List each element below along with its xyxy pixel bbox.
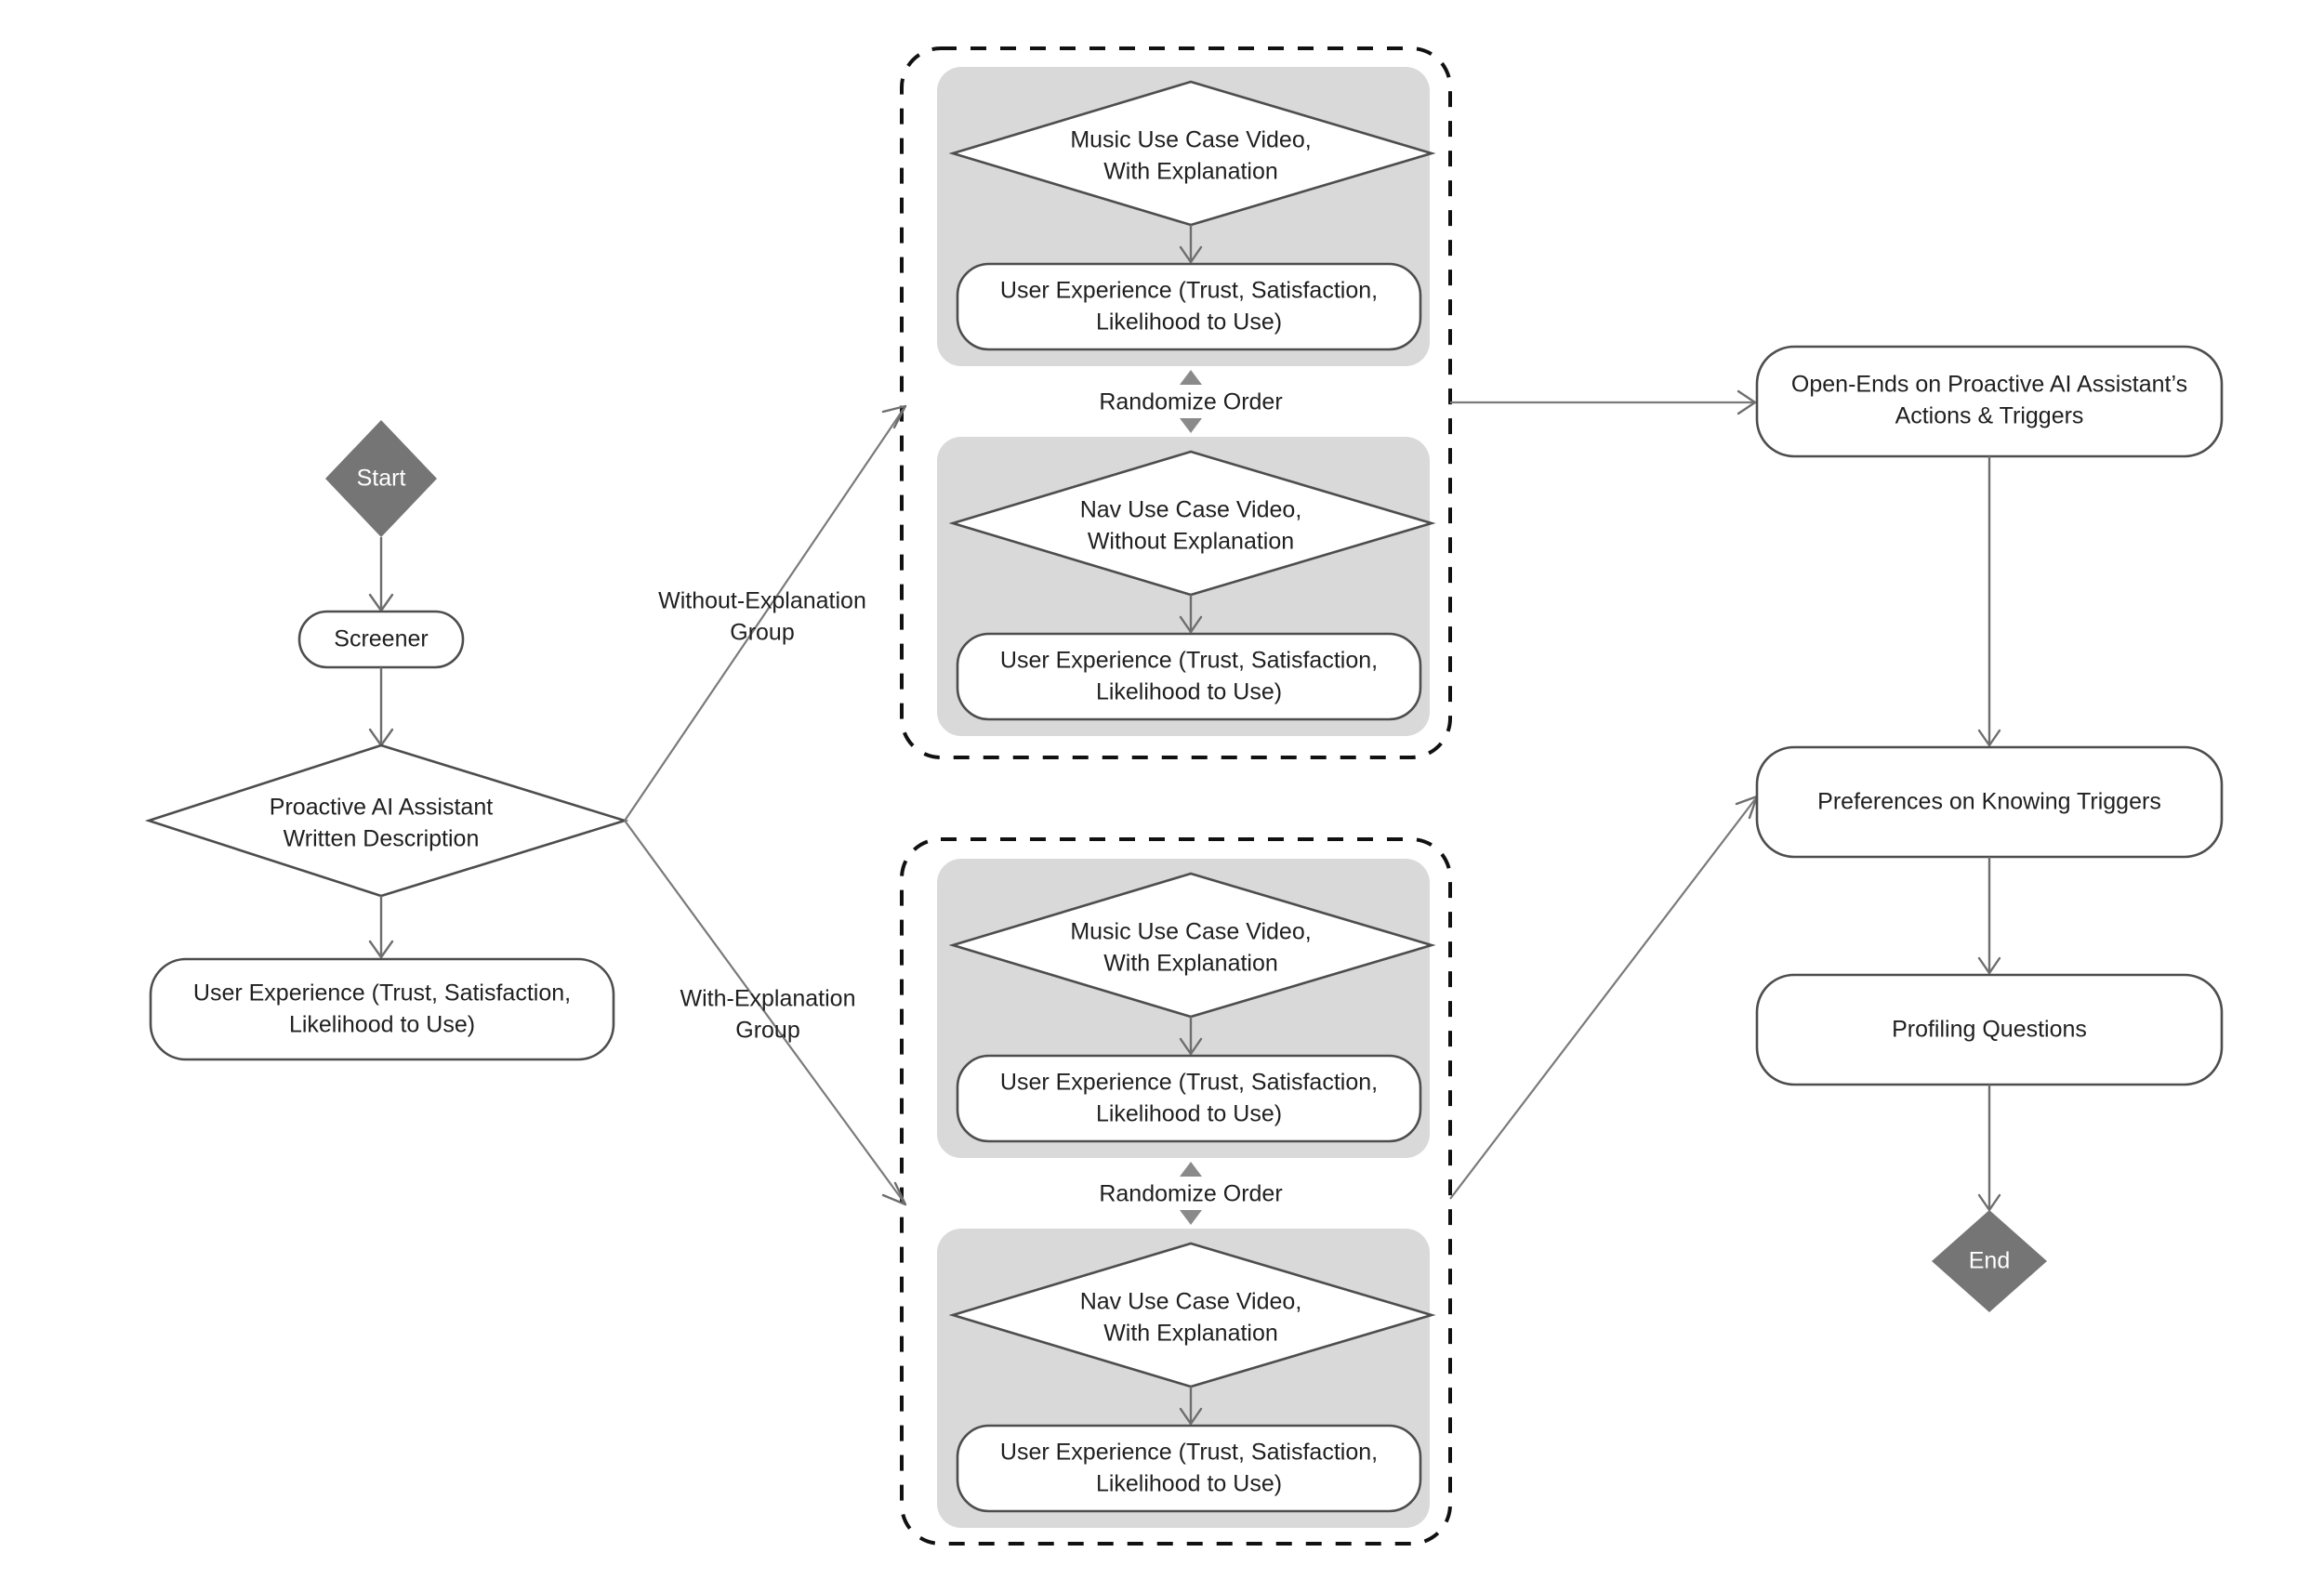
branch-label-with-explanation-line1: With-Explanation (680, 986, 856, 1012)
arrowhead-group-to-open-ends (1736, 389, 1757, 415)
edge-branch-with-explanation (624, 820, 905, 1203)
edge-with-explanation-group-to-preferences (1449, 798, 1756, 1200)
written-description-line1: Proactive AI Assistant (270, 795, 493, 821)
branch-label-without-explanation-line2: Group (730, 620, 794, 646)
randomize-order-label-with-explanation-group: Randomize Order (1099, 1181, 1282, 1207)
ux-label-nav-without-explanation-group-line1: User Experience (Trust, Satisfaction, (1000, 648, 1378, 674)
randomize-up-arrow-with-explanation-group (1180, 1162, 1202, 1177)
randomize-up-arrow-without-explanation-group (1180, 370, 1202, 385)
arrowhead-branch-without-explanation (881, 404, 907, 429)
branch-label-without-explanation-line1: Without-Explanation (658, 588, 866, 614)
ux-label-nav-with-explanation-group-line1: User Experience (Trust, Satisfaction, (1000, 1440, 1378, 1466)
video-label-nav-with-explanation-group-line2: With Explanation (1103, 1321, 1278, 1347)
arrowhead-description-to-ux (368, 940, 394, 959)
screener-label: Screener (334, 626, 428, 652)
video-label-music-without-explanation-group-line1: Music Use Case Video, (1070, 127, 1311, 153)
arrowhead-branch-with-explanation (881, 1181, 907, 1206)
arrowhead-video-to-ux-music-without-explanation-group (1179, 245, 1203, 264)
ux-baseline-line1: User Experience (Trust, Satisfaction, (193, 980, 571, 1007)
start-label: Start (357, 466, 406, 492)
open-ends-line1: Open-Ends on Proactive AI Assistant’s (1791, 372, 2187, 398)
open-ends-node (1755, 345, 2224, 458)
ux-label-music-without-explanation-group-line1: User Experience (Trust, Satisfaction, (1000, 278, 1378, 304)
ux-label-music-without-explanation-group-line2: Likelihood to Use) (1096, 309, 1282, 336)
arrowhead-video-to-ux-music-with-explanation-group (1179, 1037, 1203, 1056)
ux-label-music-with-explanation-group-line1: User Experience (Trust, Satisfaction, (1000, 1070, 1378, 1096)
arrowhead-open-ends-to-preferences (1977, 729, 2001, 747)
randomize-down-arrow-without-explanation-group (1180, 418, 1202, 433)
written-description-node (144, 743, 629, 898)
randomize-order-label-without-explanation-group: Randomize Order (1099, 389, 1282, 415)
profiling-label: Profiling Questions (1892, 1017, 2087, 1043)
arrowhead-video-to-ux-nav-without-explanation-group (1179, 615, 1203, 634)
ux-node-nav-with-explanation-group (956, 1424, 1422, 1513)
open-ends-line2: Actions & Triggers (1895, 403, 2084, 429)
arrowhead-video-to-ux-nav-with-explanation-group (1179, 1407, 1203, 1426)
video-label-nav-with-explanation-group-line1: Nav Use Case Video, (1080, 1289, 1302, 1315)
ux-label-nav-with-explanation-group-line2: Likelihood to Use) (1096, 1471, 1282, 1497)
video-label-nav-without-explanation-group-line1: Nav Use Case Video, (1080, 497, 1302, 523)
randomize-down-arrow-with-explanation-group (1180, 1210, 1202, 1225)
ux-node-music-with-explanation-group (956, 1054, 1422, 1143)
arrowhead-preferences-to-profiling (1977, 956, 2001, 975)
written-description-line2: Written Description (284, 826, 480, 852)
video-label-music-with-explanation-group-line1: Music Use Case Video, (1070, 919, 1311, 945)
ux-node-nav-without-explanation-group (956, 632, 1422, 721)
ux-label-music-with-explanation-group-line2: Likelihood to Use) (1096, 1101, 1282, 1127)
end-label: End (1969, 1248, 2010, 1274)
with-explanation-group-boundary (900, 837, 1452, 1546)
preferences-label: Preferences on Knowing Triggers (1817, 789, 2161, 815)
end-terminator (1932, 1210, 2047, 1312)
edge-branch-without-explanation (624, 408, 905, 822)
ux-label-nav-without-explanation-group-line2: Likelihood to Use) (1096, 679, 1282, 705)
video-label-music-with-explanation-group-line2: With Explanation (1103, 951, 1278, 977)
ux-baseline-line2: Likelihood to Use) (289, 1012, 475, 1038)
ux-node-music-without-explanation-group (956, 262, 1422, 351)
branch-label-with-explanation-line2: Group (735, 1018, 799, 1044)
ux-baseline-node (149, 957, 615, 1061)
start-terminator (325, 420, 437, 537)
video-label-nav-without-explanation-group-line2: Without Explanation (1088, 529, 1294, 555)
video-label-music-without-explanation-group-line2: With Explanation (1103, 159, 1278, 185)
